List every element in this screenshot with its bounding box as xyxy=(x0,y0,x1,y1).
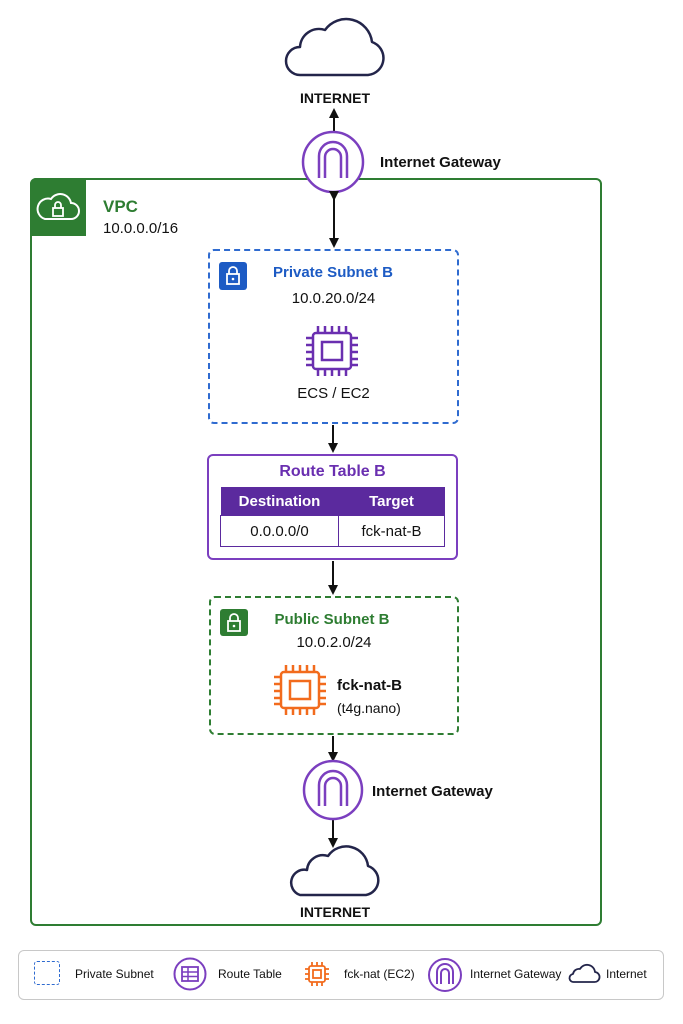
private-subnet-badge xyxy=(219,262,247,290)
internet-gateway-icon-top xyxy=(301,130,365,194)
legend-private-subnet-swatch xyxy=(34,961,60,985)
route-target-cell: fck-nat-B xyxy=(338,515,445,547)
route-table: Destination Target 0.0.0.0/0 fck-nat-B xyxy=(220,487,445,547)
lock-icon xyxy=(226,266,240,285)
public-subnet-cidr: 10.0.2.0/24 xyxy=(296,634,372,651)
legend-private-subnet-label: Private Subnet xyxy=(75,967,154,981)
vpc-cidr: 10.0.0.0/16 xyxy=(103,220,179,237)
cloud-icon-top xyxy=(284,17,385,77)
fck-nat-legend-icon xyxy=(305,962,329,986)
public-subnet-badge xyxy=(220,609,248,636)
route-table-header-target: Target xyxy=(338,487,445,516)
private-subnet-instance-label: ECS / EC2 xyxy=(297,385,370,402)
table-row: 0.0.0.0/0 fck-nat-B xyxy=(220,515,445,547)
internet-label-top: INTERNET xyxy=(300,90,370,106)
internet-label-bottom: INTERNET xyxy=(300,904,370,920)
lock-icon xyxy=(227,613,241,632)
legend-route-table-label: Route Table xyxy=(218,967,282,981)
route-table-header-row: Destination Target xyxy=(220,487,445,516)
internet-gateway-legend-icon xyxy=(428,958,462,992)
vpc-title: VPC xyxy=(103,197,138,216)
public-subnet-box xyxy=(209,596,459,735)
legend-internet-label: Internet xyxy=(606,967,647,981)
internet-gateway-label-bottom: Internet Gateway xyxy=(372,783,493,800)
route-destination-cell: 0.0.0.0/0 xyxy=(220,515,339,547)
private-subnet-cidr: 10.0.20.0/24 xyxy=(291,290,376,307)
legend-internet-gateway-label: Internet Gateway xyxy=(470,967,562,981)
private-subnet-title: Private Subnet B xyxy=(272,264,394,281)
ec2-chip-icon xyxy=(306,326,358,376)
route-table-title: Route Table B xyxy=(279,463,386,480)
legend xyxy=(18,950,664,1000)
private-subnet-box xyxy=(208,249,459,424)
route-table-icon xyxy=(173,957,207,991)
cloud-lock-icon xyxy=(36,193,80,220)
cloud-icon-bottom xyxy=(289,845,380,897)
fck-nat-name: fck-nat-B xyxy=(337,677,403,694)
public-subnet-title: Public Subnet B xyxy=(274,611,390,628)
route-table-header-destination: Destination xyxy=(220,487,339,516)
route-table-box xyxy=(207,454,458,560)
fck-nat-chip-icon xyxy=(274,665,326,715)
vpc-badge xyxy=(30,178,86,236)
internet-legend-icon xyxy=(568,963,601,983)
fck-nat-instance-type: (t4g.nano) xyxy=(337,700,401,716)
internet-gateway-icon-bottom xyxy=(302,759,364,821)
legend-fck-nat-label: fck-nat (EC2) xyxy=(344,967,415,981)
internet-gateway-label-top: Internet Gateway xyxy=(380,154,501,171)
